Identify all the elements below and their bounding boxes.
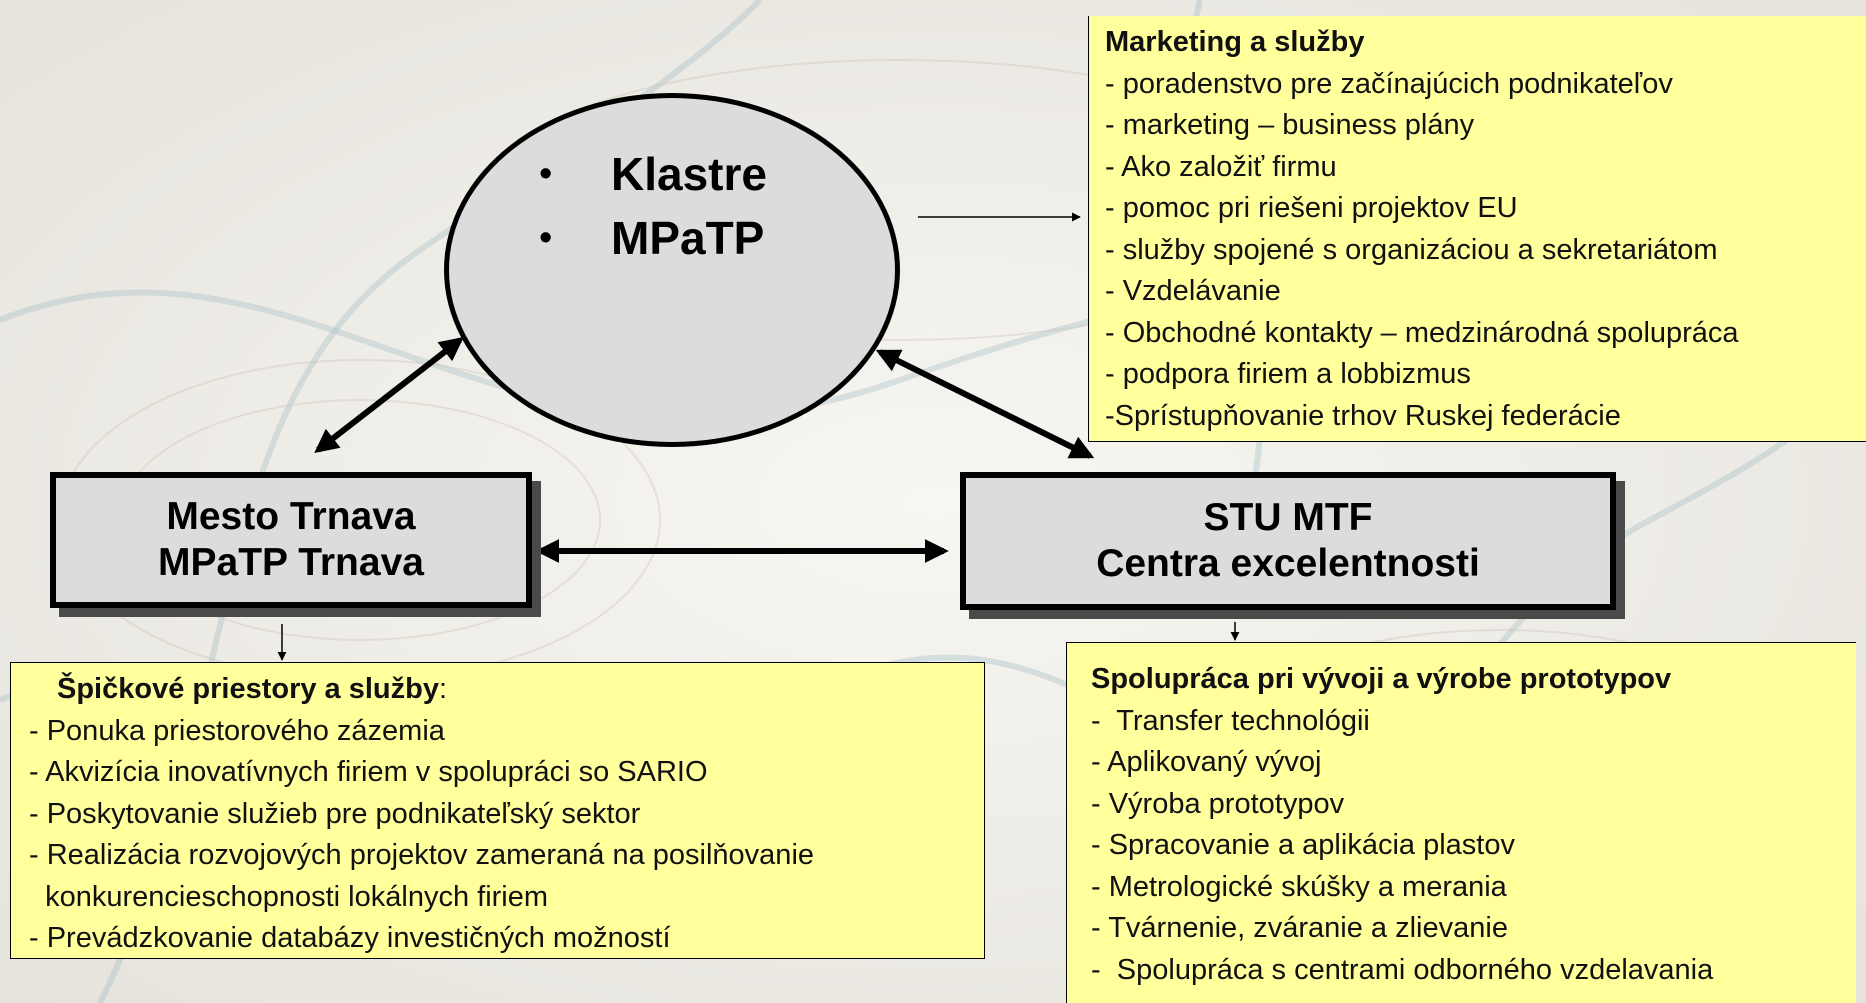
panel-item: - Spolupráca s centrami odborného vzdela… <box>1091 953 1714 986</box>
panel-item: - Spracovanie a aplikácia plastov <box>1091 829 1515 861</box>
panel-item: - Výroba prototypov <box>1091 787 1345 820</box>
node-mesto-trnava-line1: Mesto Trnava <box>166 495 416 538</box>
arrow-center-to-mesto <box>314 337 464 453</box>
node-stu-mtf-line2: Centra excelentnosti <box>1096 542 1480 585</box>
center-item: •Klastre <box>539 142 767 206</box>
panel-spolupraca-prototypy: Spolupráca pri vývoji a výrobe prototypo… <box>1066 642 1856 1003</box>
panel-marketing-sluzby: Marketing a služby - poradenstvo pre zač… <box>1088 16 1866 442</box>
panel-item: - Realizácia rozvojových projektov zamer… <box>29 839 815 871</box>
panel-item: - Poskytovanie služieb pre podnikateľský… <box>29 797 641 830</box>
center-item: •MPaTP <box>539 206 767 270</box>
panel-item: - Prevádzkovanie databázy investičných m… <box>29 922 671 954</box>
node-mesto-trnava[interactable]: Mesto Trnava MPaTP Trnava <box>50 472 532 608</box>
panel-heading: Spolupráca pri vývoji a výrobe prototypo… <box>1091 663 1672 695</box>
node-mesto-trnava-line2: MPaTP Trnava <box>158 541 424 584</box>
bullet-icon: • <box>539 153 553 195</box>
panel-item: - Ponuka priestorového zázemia <box>29 714 445 747</box>
panel-item: - poradenstvo pre začínajúcich podnikate… <box>1105 67 1673 100</box>
panel-item: - Metrologické skúšky a merania <box>1091 870 1507 903</box>
panel-item: - pomoc pri riešeni projektov EU <box>1105 192 1518 224</box>
panel-item: - Vzdelávanie <box>1105 275 1281 307</box>
center-node-klastre[interactable]: •Klastre •MPaTP <box>444 93 900 447</box>
panel-item: - Aplikovaný vývoj <box>1091 746 1322 778</box>
panel-item: -Sprístupňovanie trhov Ruskej federácie <box>1105 399 1621 432</box>
arrow-center-to-stu <box>875 349 1095 459</box>
panel-item: konkurencieschopnosti lokálnych firiem <box>29 880 549 913</box>
bullet-icon: • <box>539 217 553 259</box>
panel-item: - služby spojené s organizáciou a sekret… <box>1105 233 1718 266</box>
panel-item: - Obchodné kontakty – medzinárodná spolu… <box>1105 316 1739 349</box>
panel-heading: Špičkové priestory a služby: <box>57 673 448 705</box>
panel-item: - Tvárnenie, zváranie a zlievanie <box>1091 912 1508 944</box>
node-stu-mtf-line1: STU MTF <box>1203 496 1373 539</box>
center-node-list: •Klastre •MPaTP <box>539 142 767 270</box>
panel-item: - Akvizícia inovatívnych firiem v spolup… <box>29 756 708 788</box>
panel-item: - Transfer technológii <box>1091 704 1370 737</box>
panel-spickove-priestory: Špičkové priestory a služby: - Ponuka pr… <box>10 662 985 959</box>
panel-item: - Ako založiť firmu <box>1105 150 1337 183</box>
panel-item: - podpora firiem a lobbizmus <box>1105 358 1471 390</box>
node-stu-mtf[interactable]: STU MTF Centra excelentnosti <box>960 472 1616 610</box>
panel-heading: Marketing a služby <box>1105 26 1365 58</box>
panel-item: - marketing – business plány <box>1105 109 1475 141</box>
